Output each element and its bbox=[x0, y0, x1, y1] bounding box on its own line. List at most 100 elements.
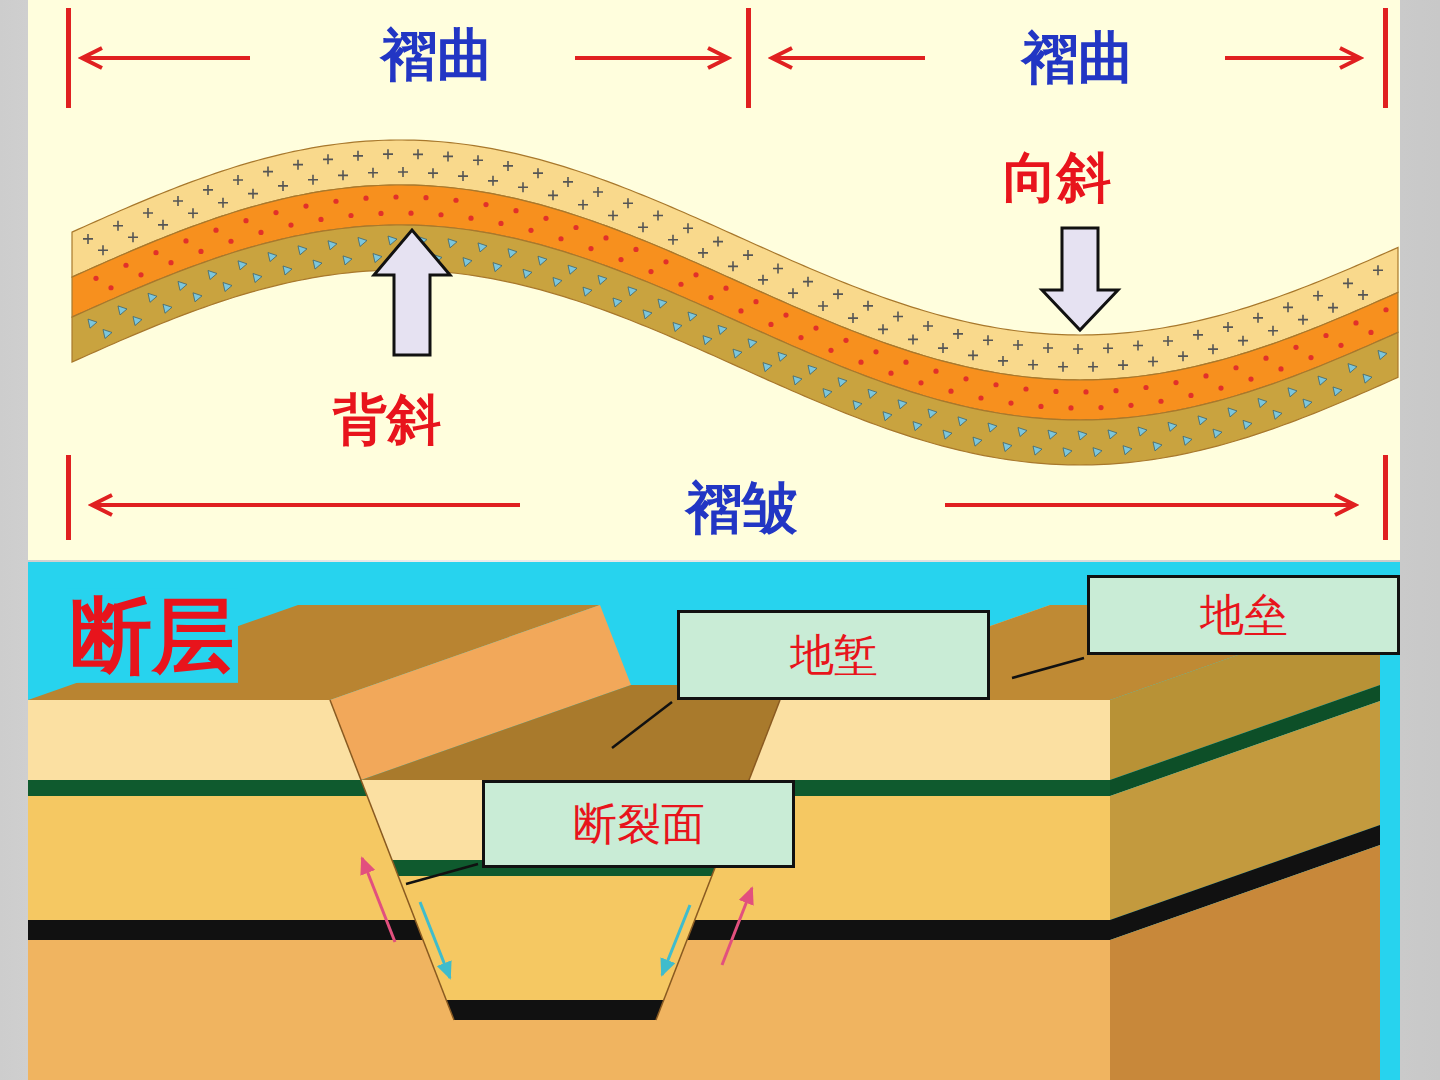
dot-mark bbox=[738, 308, 743, 313]
dot-mark bbox=[1368, 330, 1373, 335]
dot-mark bbox=[273, 210, 278, 215]
plus-mark bbox=[983, 335, 993, 345]
dot-mark bbox=[618, 257, 623, 262]
triangle-mark bbox=[163, 304, 172, 313]
dot-mark bbox=[1083, 389, 1088, 394]
plus-mark bbox=[1073, 344, 1083, 354]
plus-mark bbox=[833, 289, 843, 299]
dot-mark bbox=[1353, 320, 1358, 325]
horst-label-box: 地垒 bbox=[1087, 575, 1400, 655]
dot-mark bbox=[753, 299, 758, 304]
uplift-arrow bbox=[362, 858, 395, 942]
triangle-mark bbox=[298, 246, 307, 255]
triangle-mark bbox=[778, 352, 787, 361]
plus-mark bbox=[1118, 360, 1128, 370]
dot-mark bbox=[1068, 405, 1073, 410]
plus-mark bbox=[1208, 344, 1218, 354]
triangle-mark bbox=[868, 389, 877, 398]
rock-layer bbox=[28, 920, 478, 940]
plus-mark bbox=[788, 288, 798, 298]
plus-mark bbox=[383, 149, 393, 159]
plus-mark bbox=[698, 248, 708, 258]
plus-mark bbox=[773, 264, 783, 274]
dot-mark bbox=[333, 199, 338, 204]
fold-panel bbox=[28, 0, 1400, 560]
dot-mark bbox=[708, 295, 713, 300]
dot-mark bbox=[1263, 356, 1268, 361]
plus-mark bbox=[848, 313, 858, 323]
span-bar bbox=[66, 455, 71, 540]
triangle-mark bbox=[988, 423, 997, 432]
plus-mark bbox=[248, 189, 258, 199]
plus-mark bbox=[713, 237, 723, 247]
triangle-mark bbox=[1333, 387, 1342, 396]
triangle-mark bbox=[928, 409, 937, 418]
plus-mark bbox=[623, 198, 633, 208]
dot-mark bbox=[933, 369, 938, 374]
dot-mark bbox=[1023, 386, 1028, 391]
rock-layer bbox=[72, 225, 1398, 465]
box-label: 地垒 bbox=[1200, 589, 1288, 642]
dot-mark bbox=[1053, 389, 1058, 394]
plus-mark bbox=[863, 301, 873, 311]
dot-mark bbox=[123, 263, 128, 268]
plus-mark bbox=[1358, 290, 1368, 300]
dot-mark bbox=[378, 211, 383, 216]
plus-mark bbox=[173, 196, 183, 206]
dot-mark bbox=[963, 376, 968, 381]
triangle-mark bbox=[1063, 448, 1072, 457]
plus-mark bbox=[593, 187, 603, 197]
plus-mark bbox=[518, 182, 528, 192]
triangle-mark bbox=[448, 239, 457, 248]
span-arrow bbox=[575, 56, 728, 60]
span-arrow bbox=[82, 56, 250, 60]
span-bar bbox=[1383, 455, 1388, 540]
plus-mark bbox=[1163, 336, 1173, 346]
plus-mark bbox=[953, 329, 963, 339]
dot-mark bbox=[1308, 355, 1313, 360]
span-bar bbox=[746, 8, 751, 108]
plus-mark bbox=[113, 221, 123, 231]
syncline-arrow bbox=[1042, 228, 1118, 330]
graben-label-box: 地堑 bbox=[677, 610, 990, 700]
plus-mark bbox=[1253, 313, 1263, 323]
plus-mark bbox=[668, 235, 678, 245]
side-layer bbox=[1110, 845, 1380, 1080]
plus-mark bbox=[293, 160, 303, 170]
triangle-mark bbox=[898, 400, 907, 409]
plus-mark bbox=[1268, 326, 1278, 336]
dot-mark bbox=[633, 247, 638, 252]
plus-mark bbox=[443, 151, 453, 161]
dot-mark bbox=[363, 196, 368, 201]
dot-mark bbox=[858, 360, 863, 365]
dot-mark bbox=[1113, 388, 1118, 393]
plus-mark bbox=[1103, 343, 1113, 353]
rock-layer bbox=[28, 700, 478, 780]
triangle-mark bbox=[1168, 422, 1177, 431]
dot-mark bbox=[783, 312, 788, 317]
triangle-mark bbox=[1138, 427, 1147, 436]
plus-mark bbox=[263, 167, 273, 177]
plus-mark bbox=[398, 167, 408, 177]
triangle-mark bbox=[1003, 443, 1012, 452]
dot-mark bbox=[768, 322, 773, 327]
triangle-mark bbox=[583, 287, 592, 296]
plus-mark bbox=[803, 277, 813, 287]
triangle-mark bbox=[793, 376, 802, 385]
triangle-mark bbox=[388, 236, 397, 245]
plus-mark bbox=[158, 220, 168, 230]
plus-mark bbox=[938, 343, 948, 353]
triangle-mark bbox=[763, 363, 772, 372]
triangle-mark bbox=[1153, 442, 1162, 451]
plus-mark bbox=[338, 170, 348, 180]
plus-mark bbox=[1328, 303, 1338, 313]
triangle-mark bbox=[808, 365, 817, 374]
triangle-mark bbox=[943, 430, 952, 439]
triangle-mark bbox=[358, 237, 367, 246]
triangle-mark bbox=[1213, 429, 1222, 438]
dot-mark bbox=[888, 371, 893, 376]
plus-mark bbox=[1013, 340, 1023, 350]
dot-mark bbox=[663, 259, 668, 264]
dot-mark bbox=[498, 221, 503, 226]
